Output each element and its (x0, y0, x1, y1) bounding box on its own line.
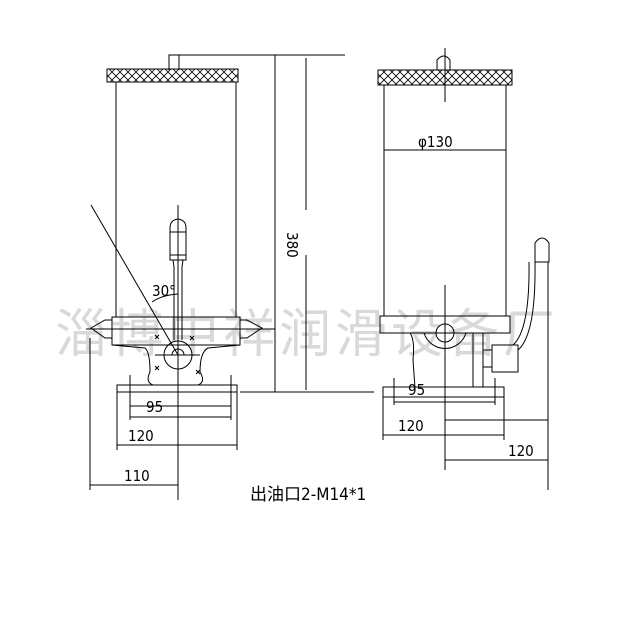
height-label: 380 (283, 232, 301, 258)
reservoir-side (383, 84, 507, 317)
lid (106, 68, 239, 83)
front-view: 30° 380 95 120 110 (86, 54, 374, 500)
dim-95-right: 95 (408, 381, 425, 399)
dim-120-left: 120 (128, 427, 154, 445)
diameter-label: φ130 (418, 133, 453, 151)
leg-side (409, 332, 416, 389)
dim-110: 110 (124, 467, 150, 485)
base-plate (116, 384, 238, 393)
valve-box (491, 344, 519, 373)
outlet-nubs (90, 319, 263, 339)
angle-arc (151, 293, 179, 303)
handle-stem (172, 259, 184, 340)
lever-cap (534, 237, 550, 263)
angle-label: 30° (152, 282, 176, 300)
reservoir (115, 81, 237, 318)
pump-body (111, 316, 241, 346)
dim-95-left: 95 (146, 398, 163, 416)
watermark: 淄博中祥润滑设备厂 (55, 305, 559, 365)
outlet-caption: 出油口2-M14*1 (250, 485, 366, 505)
lever-pipe (512, 261, 536, 351)
pump-lower (111, 344, 241, 386)
base-plate-side (382, 386, 505, 398)
side-view: φ130 95 120 120 (377, 48, 550, 490)
dim-120-right-b: 120 (508, 442, 534, 460)
lid-knob (168, 54, 345, 70)
dim-120-right: 120 (398, 417, 424, 435)
